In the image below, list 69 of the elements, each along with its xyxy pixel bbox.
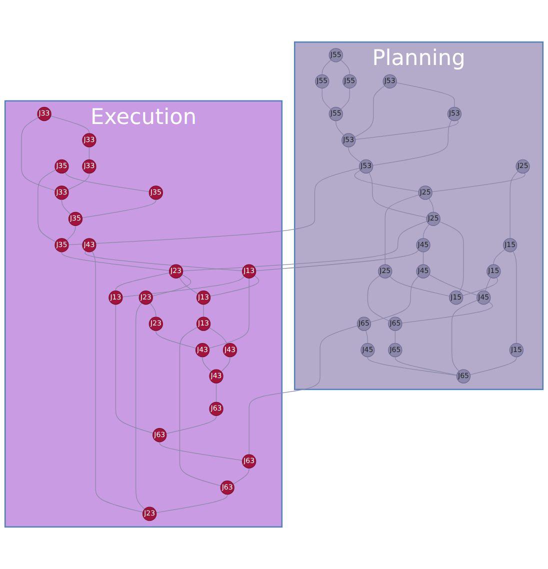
connector (394, 356, 458, 376)
connector (166, 415, 217, 434)
connector (179, 276, 198, 294)
connector (152, 274, 192, 296)
connector (372, 120, 452, 166)
connector (159, 442, 243, 461)
connector (202, 356, 212, 372)
connector (136, 302, 145, 510)
connector (396, 82, 455, 108)
connector (322, 88, 332, 110)
connector (150, 302, 156, 318)
connector (203, 304, 204, 318)
connector (384, 194, 420, 265)
connector (366, 330, 368, 344)
connector (182, 220, 428, 272)
connector (68, 172, 90, 190)
connector (493, 249, 506, 265)
connector (422, 252, 424, 265)
connector (336, 120, 344, 136)
connector (50, 116, 90, 134)
connector (156, 330, 196, 349)
connector (390, 276, 450, 296)
connector (115, 272, 170, 292)
connector (156, 494, 228, 514)
connector (61, 252, 170, 271)
connector (432, 172, 526, 192)
connector (470, 356, 517, 375)
connector (208, 327, 228, 344)
connector (115, 304, 154, 434)
connector (122, 276, 245, 298)
connector (368, 172, 428, 218)
connector (462, 277, 498, 296)
connector (402, 302, 493, 324)
connector (38, 169, 56, 242)
connector (208, 278, 250, 349)
connector (88, 146, 90, 160)
connector (84, 250, 243, 272)
connector (512, 250, 517, 344)
connector (256, 250, 419, 272)
connector (82, 199, 156, 218)
connector (367, 275, 390, 322)
connector (179, 326, 222, 486)
connector (66, 225, 76, 241)
connector (232, 468, 250, 484)
connector (64, 172, 150, 192)
connector (428, 274, 478, 296)
connector (439, 221, 464, 292)
connector (354, 85, 385, 138)
connector (210, 275, 260, 297)
connector (216, 382, 217, 402)
connector (340, 88, 350, 110)
connector (354, 170, 419, 192)
connector (340, 60, 350, 75)
connector (248, 325, 358, 455)
connector (355, 120, 459, 140)
connector (428, 198, 434, 212)
connector (422, 224, 430, 239)
connector (510, 171, 518, 239)
connector (92, 250, 144, 513)
connector (394, 330, 396, 344)
connector (485, 277, 492, 292)
connector (220, 356, 230, 372)
connector (348, 146, 361, 163)
connector (370, 276, 419, 322)
connector (367, 356, 458, 376)
connector (21, 117, 56, 191)
connector (322, 60, 332, 75)
connector (61, 199, 71, 215)
connector (452, 300, 478, 372)
